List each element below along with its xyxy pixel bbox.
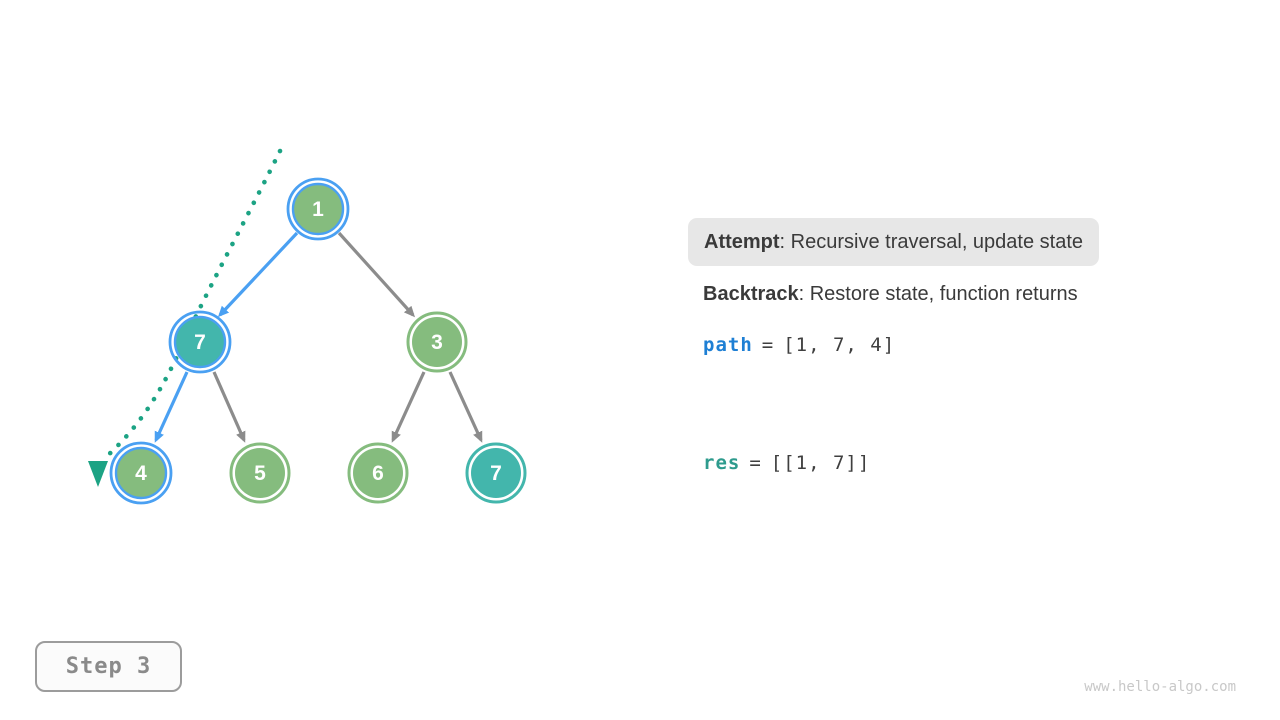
- backtrack-text: : Restore state, function returns: [798, 283, 1078, 305]
- tree-node-7-left: 7: [168, 310, 232, 374]
- tree-node-1: 1: [286, 177, 350, 241]
- edge-7-to-5: [212, 371, 246, 443]
- tree-node-7-right: 7: [465, 442, 527, 504]
- attempt-highlight-box: Attempt: Recursive traversal, update sta…: [688, 218, 1100, 266]
- tree-node-6: 6: [347, 442, 409, 504]
- node-4-value: 4: [135, 462, 147, 485]
- edge-3-to-7: [448, 371, 483, 443]
- edge-7-to-4: [154, 371, 189, 443]
- res-value: [[1, 7]]: [770, 452, 871, 474]
- res-variable: res: [703, 452, 741, 474]
- res-state-line: res = [[1, 7]]: [703, 452, 870, 474]
- step-badge: Step 3: [35, 641, 182, 692]
- node-6-value: 6: [372, 462, 384, 485]
- watermark: www.hello-algo.com: [1084, 679, 1236, 695]
- res-equals: =: [749, 452, 762, 474]
- step-badge-label: Step 3: [65, 654, 152, 679]
- traversal-trace-arrowhead-icon: [88, 461, 108, 487]
- tree-node-5: 5: [229, 442, 291, 504]
- path-value: [1, 7, 4]: [783, 334, 896, 356]
- node-7-right-value: 7: [490, 462, 502, 485]
- node-1-value: 1: [312, 198, 324, 221]
- path-equals: =: [761, 334, 775, 356]
- tree-node-4: 4: [109, 441, 173, 505]
- edge-3-to-6: [391, 371, 426, 443]
- traversal-trace-dotted-curve: [103, 148, 283, 460]
- edge-1-to-7: [217, 231, 299, 318]
- node-5-value: 5: [254, 462, 266, 485]
- tree-node-3: 3: [406, 311, 468, 373]
- attempt-text: : Recursive traversal, update state: [779, 230, 1084, 253]
- path-variable: path: [703, 334, 753, 356]
- backtrack-line: Backtrack: Restore state, function retur…: [703, 283, 1078, 306]
- backtrack-label: Backtrack: [703, 283, 799, 305]
- attempt-label: Attempt: [704, 230, 780, 253]
- node-7-left-value: 7: [194, 331, 206, 354]
- binary-tree-diagram: 1 7 3 4 5 6: [88, 148, 527, 505]
- edge-1-to-3: [337, 231, 416, 318]
- path-state-line: path = [1, 7, 4]: [703, 334, 895, 356]
- node-3-value: 3: [431, 331, 443, 354]
